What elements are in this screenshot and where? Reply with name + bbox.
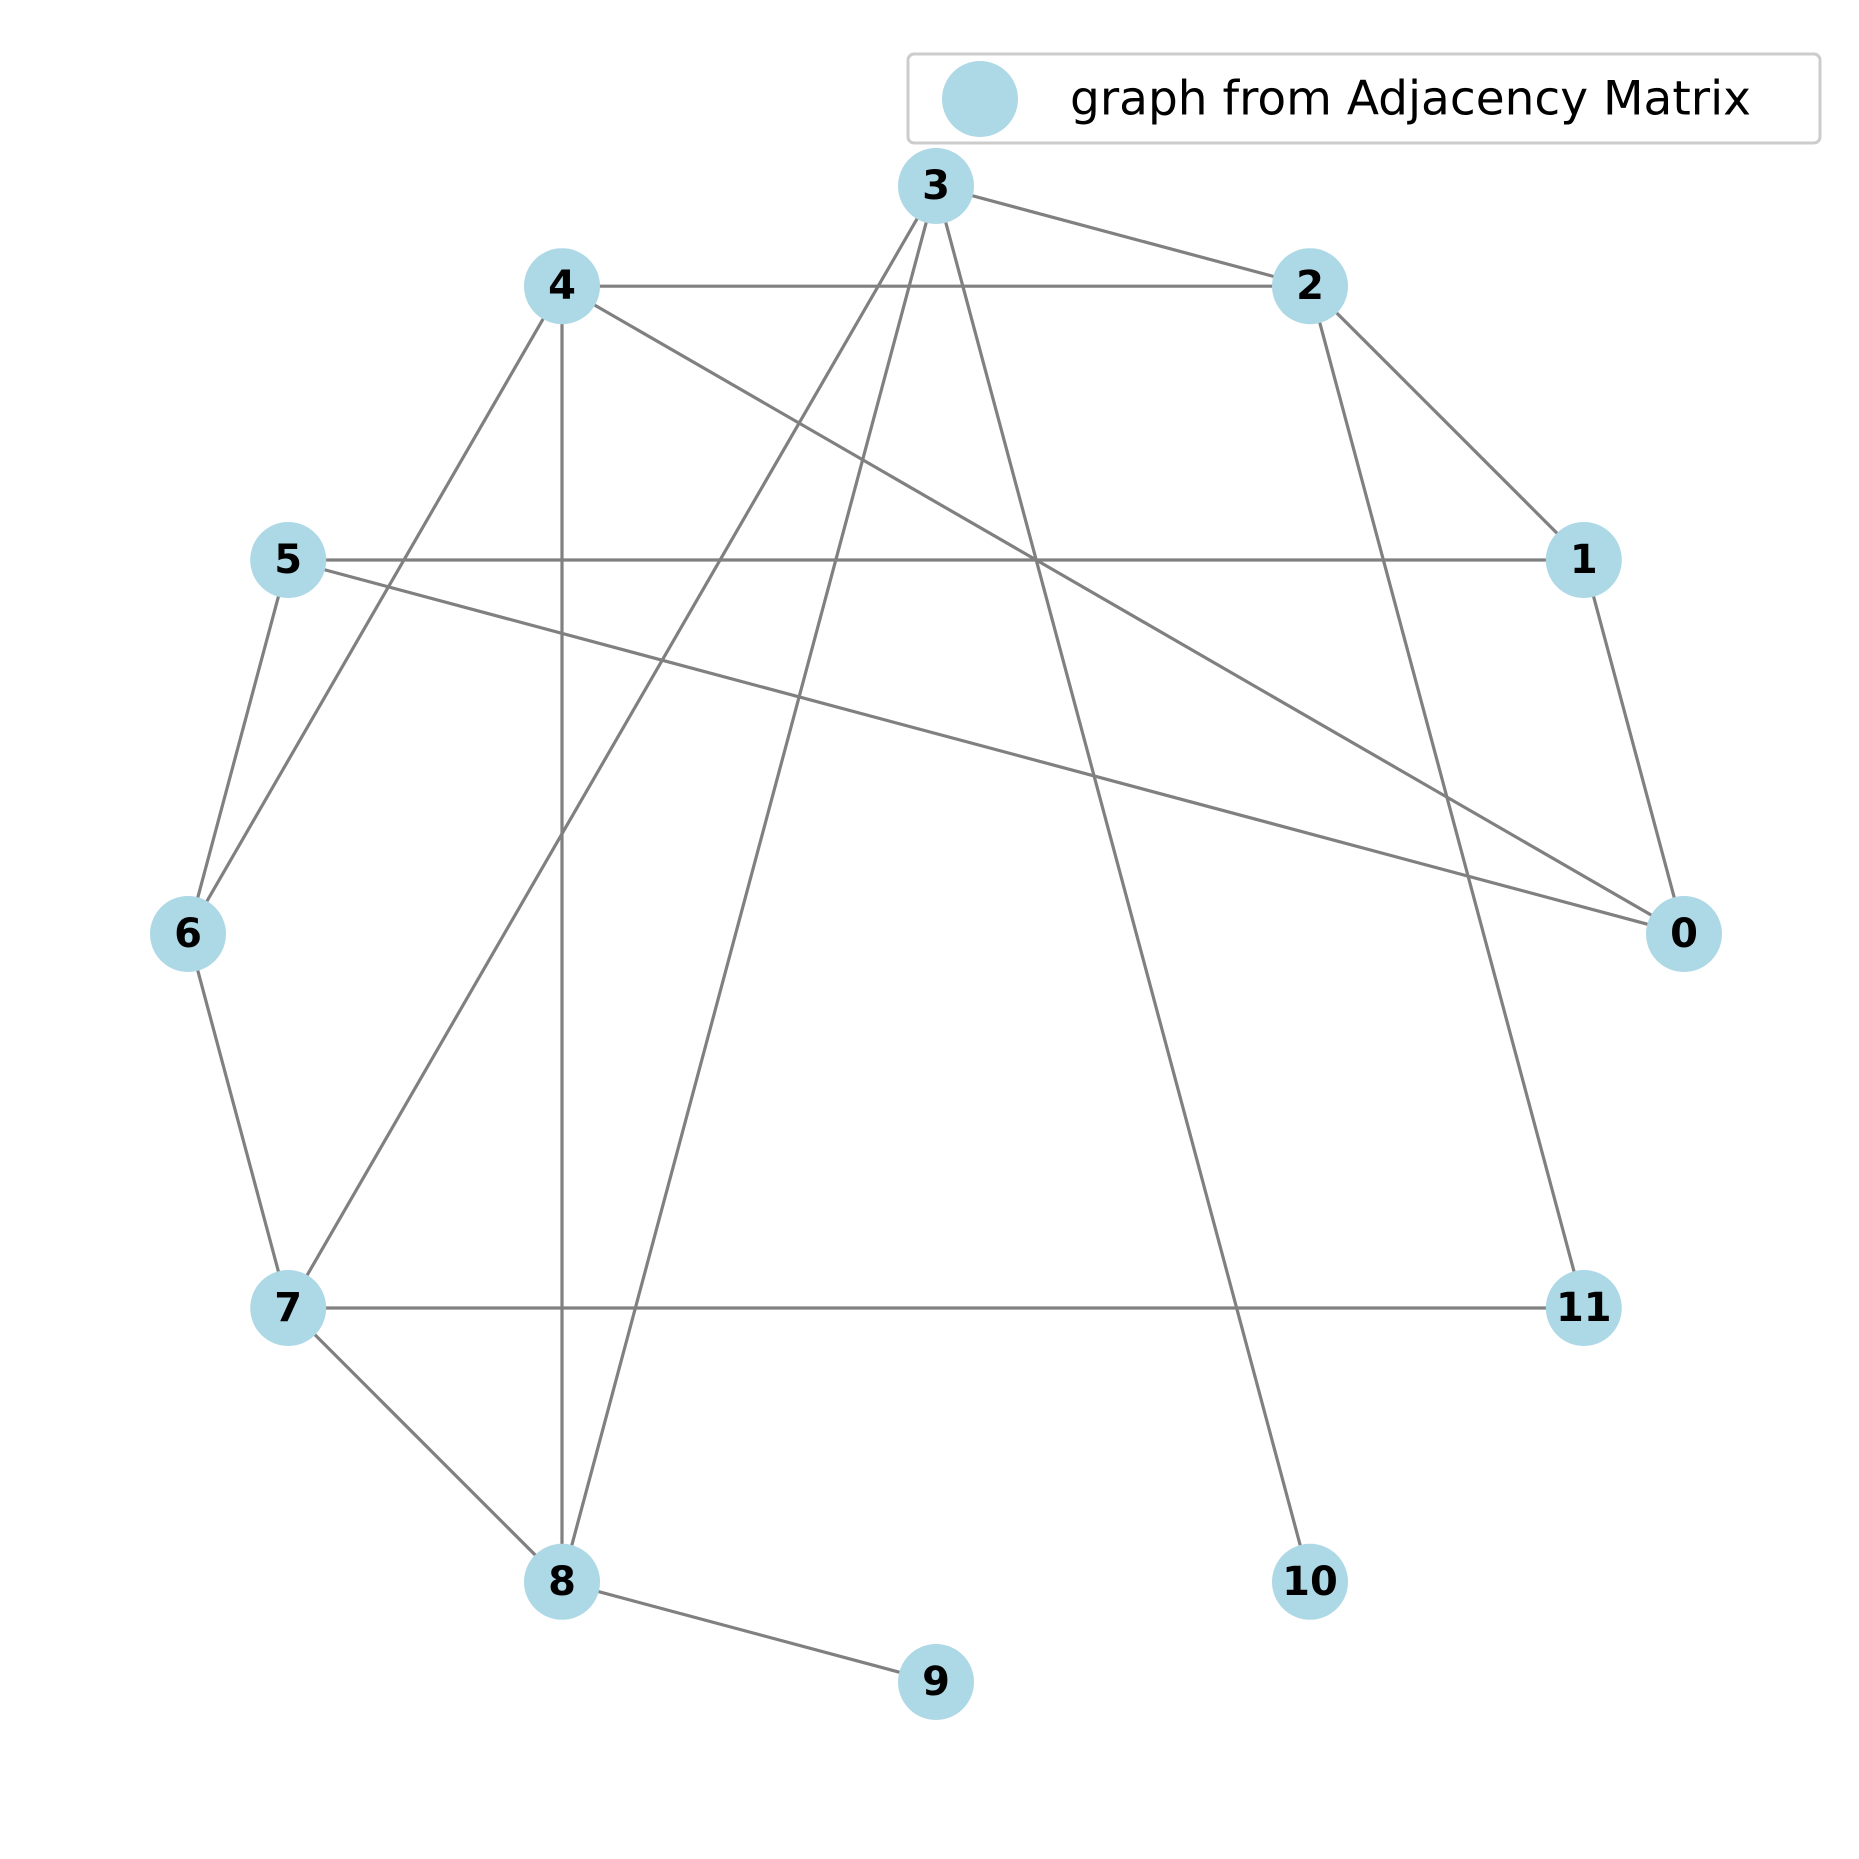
edge-6-7 — [186, 933, 290, 1309]
edge-0-5 — [287, 558, 1685, 936]
node-circle — [150, 896, 226, 972]
node-label: 3 — [922, 163, 950, 209]
node-11: 11 — [1545, 1270, 1622, 1346]
node-circle — [250, 1270, 327, 1346]
edge-3-7 — [286, 185, 938, 1309]
node-10: 10 — [1272, 1543, 1348, 1620]
node-circle — [250, 522, 327, 598]
nodes-layer: 0 1 2 3 4 5 6 7 8 9 10 11 — [150, 148, 1722, 1720]
node-label: 4 — [548, 263, 576, 309]
legend-frame — [906, 52, 1822, 145]
node-6: 6 — [150, 896, 226, 972]
node-circle — [1272, 1543, 1348, 1620]
node-label: 9 — [922, 1659, 950, 1705]
node-4: 4 — [524, 248, 600, 325]
node-label: 11 — [1556, 1285, 1612, 1331]
legend: graph from Adjacency Matrix — [906, 52, 1822, 145]
node-circle — [898, 1644, 974, 1720]
legend-label: graph from Adjacency Matrix — [1070, 72, 1751, 127]
edge-7-8 — [287, 1306, 564, 1583]
node-label: 1 — [1570, 537, 1598, 583]
edge-2-3 — [935, 184, 1311, 288]
edge-2-11 — [1308, 285, 1586, 1309]
node-circle — [1545, 522, 1622, 598]
node-5: 5 — [250, 522, 327, 598]
node-9: 9 — [898, 1644, 974, 1720]
edge-5-6 — [186, 559, 290, 935]
legend-marker — [942, 61, 1018, 137]
edges-layer — [186, 184, 1686, 1684]
node-label: 10 — [1282, 1559, 1338, 1605]
node-3: 3 — [898, 148, 974, 224]
node-circle — [524, 1543, 600, 1620]
node-circle — [1272, 248, 1348, 325]
edge-4-6 — [186, 285, 564, 935]
node-0: 0 — [1646, 896, 1722, 972]
node-8: 8 — [524, 1543, 600, 1620]
node-circle — [524, 248, 600, 325]
edge-0-4 — [561, 284, 1685, 936]
node-label: 2 — [1296, 263, 1324, 309]
edge-0-1 — [1582, 559, 1686, 935]
node-label: 8 — [548, 1559, 576, 1605]
node-label: 7 — [274, 1285, 302, 1331]
edge-3-8 — [560, 185, 938, 1583]
node-circle — [1545, 1270, 1622, 1346]
node-7: 7 — [250, 1270, 327, 1346]
edge-8-9 — [561, 1580, 937, 1684]
node-circle — [1646, 896, 1722, 972]
node-label: 5 — [274, 537, 302, 583]
node-circle — [898, 148, 974, 224]
node-label: 6 — [174, 911, 202, 957]
node-2: 2 — [1272, 248, 1348, 325]
node-1: 1 — [1545, 522, 1622, 598]
edge-1-2 — [1308, 285, 1585, 562]
node-label: 0 — [1670, 911, 1698, 957]
edge-3-10 — [934, 185, 1312, 1583]
